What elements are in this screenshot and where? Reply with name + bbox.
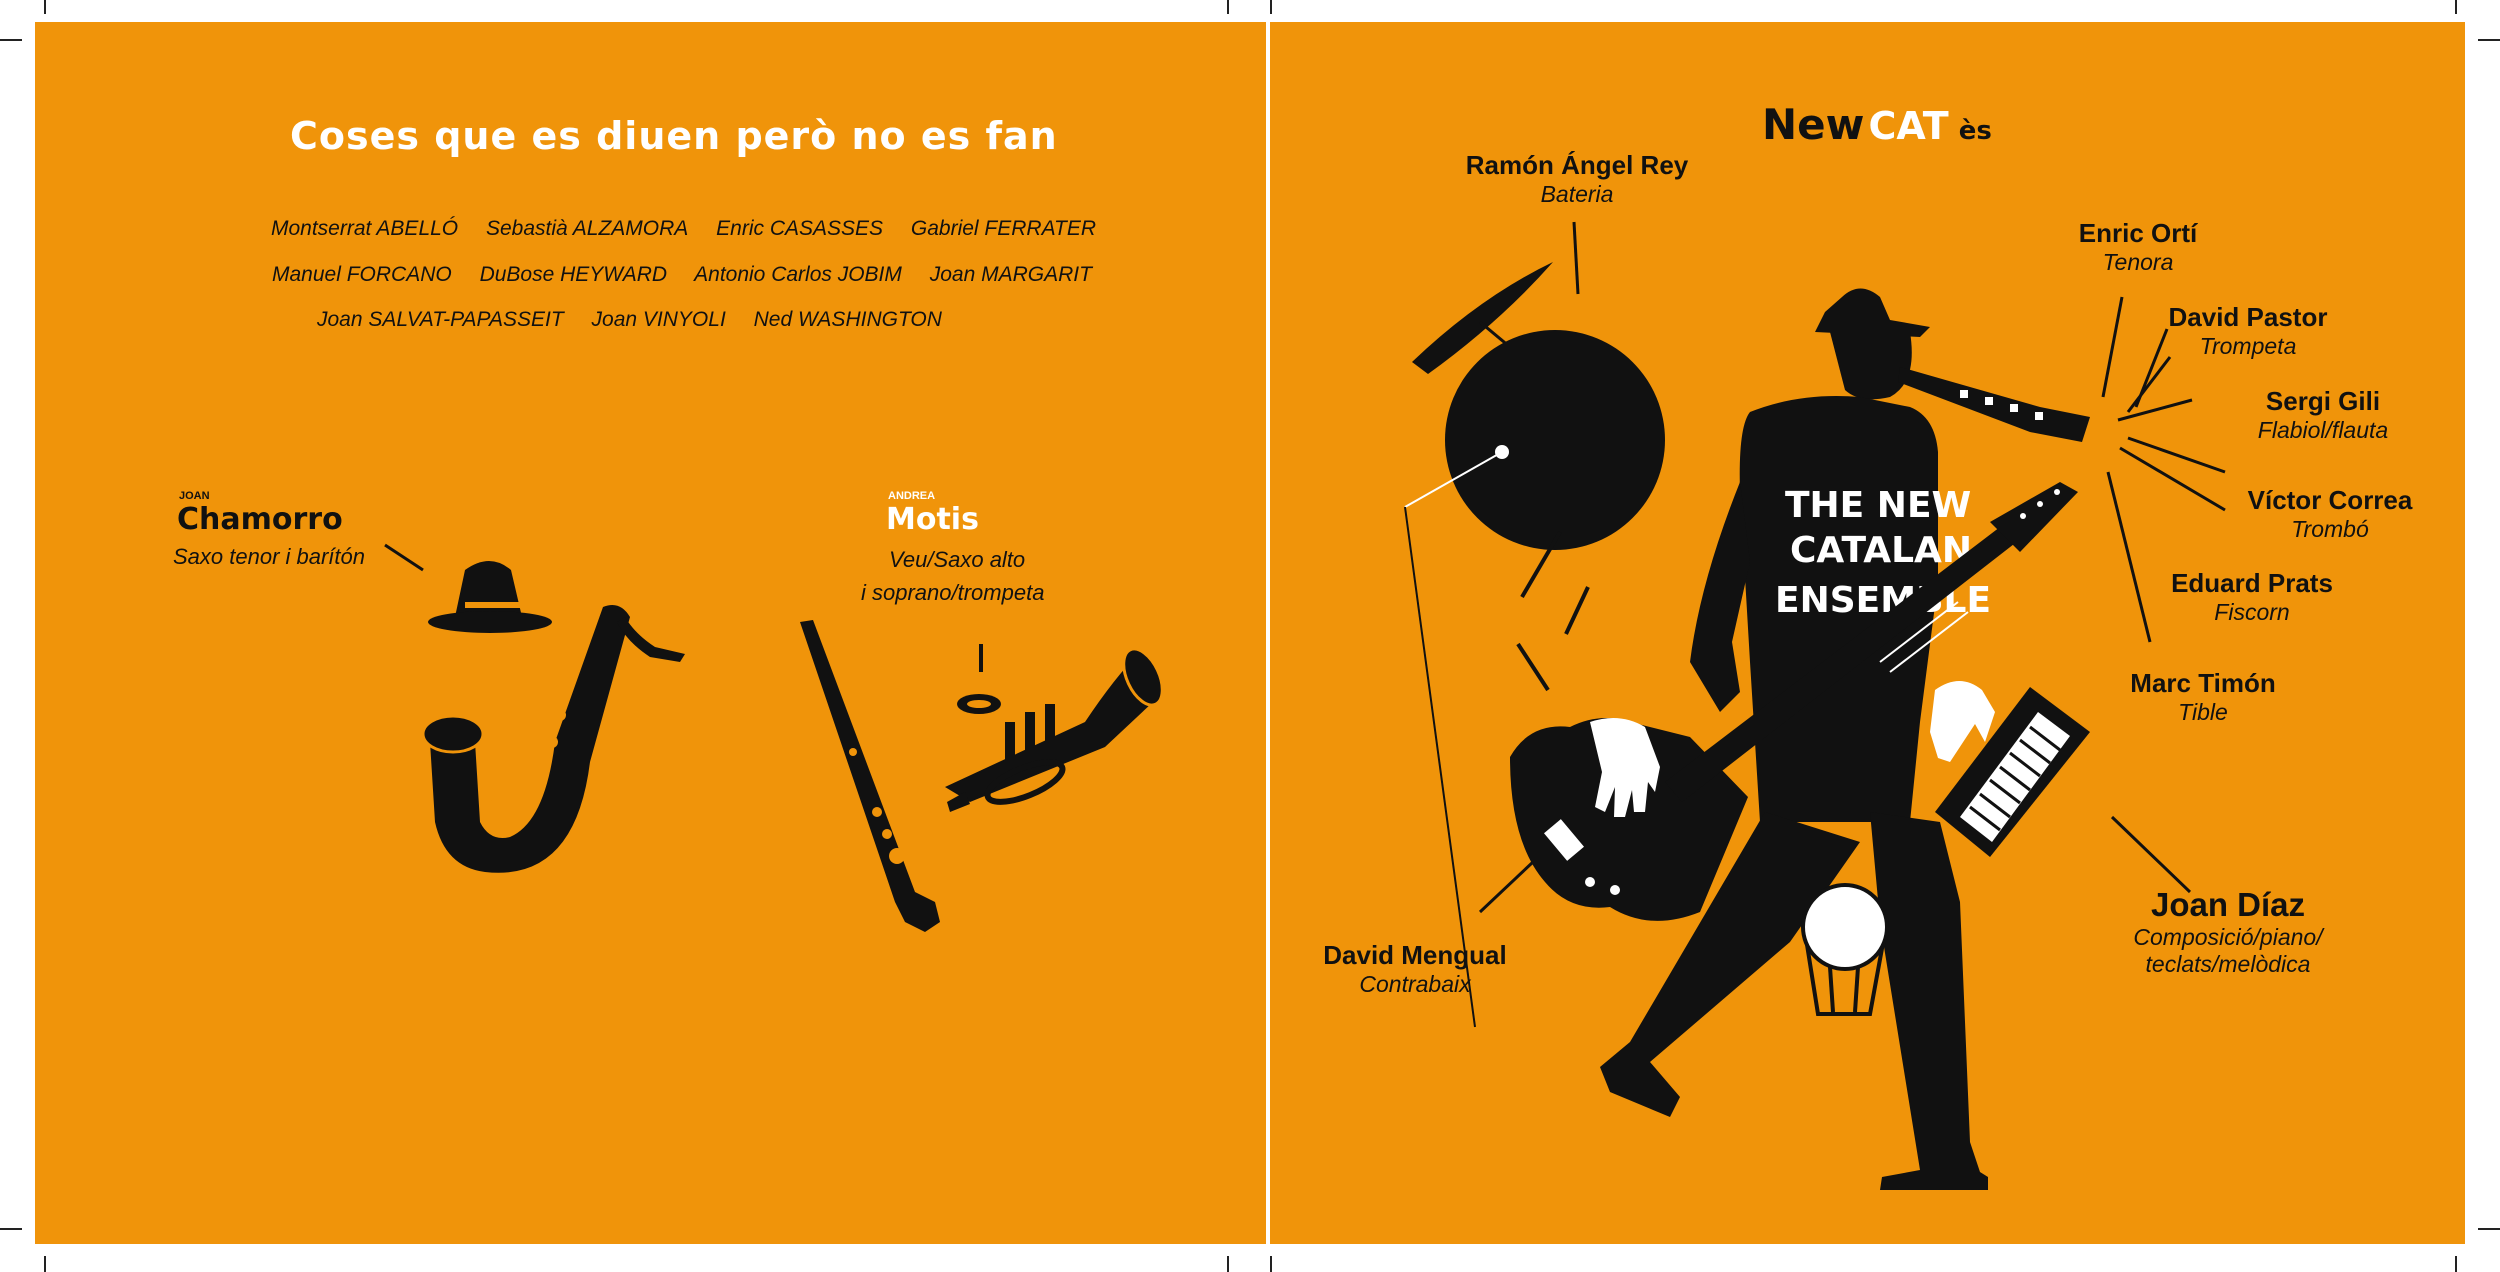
author-name: DuBose HEYWARD xyxy=(479,263,668,286)
chamorro-role: Saxo tenor i barítón xyxy=(173,544,366,569)
member-name: Sergi Gili xyxy=(2265,386,2381,416)
title-new: New xyxy=(1762,100,1865,149)
member-name: David Mengual xyxy=(1323,940,1507,970)
drum-icon xyxy=(1404,330,1665,1028)
shirt-line-1: THE NEW xyxy=(1785,485,1971,526)
soprano-sax-icon xyxy=(800,620,940,932)
melodica-icon xyxy=(1930,681,2090,857)
author-name: Ned WASHINGTON xyxy=(753,308,942,331)
member-role: Contrabaix xyxy=(1359,971,1471,997)
member-david-mengual: David Mengual Contrabaix xyxy=(1255,940,1575,998)
member-eduard-prats: Eduard Prats Fiscorn xyxy=(2092,568,2412,626)
crop-mark xyxy=(2455,1256,2457,1272)
member-joan-diaz: Joan Díaz Composició/piano/ teclats/melò… xyxy=(2068,886,2388,978)
author-name: Gabriel FERRATER xyxy=(910,217,1097,240)
chamorro-first-name: JOAN xyxy=(179,490,210,502)
conga-icon xyxy=(1801,883,1889,1016)
member-role: Composició/piano/ xyxy=(2133,924,2323,950)
authors-row-2: Manuel FORCANO DuBose HEYWARD Antonio Ca… xyxy=(272,263,1114,287)
member-name: Ramón Ángel Rey xyxy=(1465,150,1689,180)
crop-mark xyxy=(1227,0,1229,14)
crop-mark xyxy=(2478,1228,2500,1230)
shirt-text: THE NEW CATALAN ENSEMBLE xyxy=(1775,485,1991,621)
lips-icon xyxy=(957,644,1001,714)
title-es: ès xyxy=(1958,116,1992,146)
authors-row-3: Joan SALVAT-PAPASSEIT Joan VINYOLI Ned W… xyxy=(317,308,964,332)
member-role: Flabiol/flauta xyxy=(2257,417,2389,443)
author-name: Manuel FORCANO xyxy=(272,263,452,286)
member-david-pastor: David Pastor Trompeta xyxy=(2088,302,2408,360)
member-name: Víctor Correa xyxy=(2247,485,2413,515)
crop-mark xyxy=(0,39,22,41)
hand-icon xyxy=(1590,718,1660,817)
crop-mark xyxy=(1270,0,1272,14)
shirt-line-2: CATALAN xyxy=(1790,530,1972,571)
member-name: David Pastor xyxy=(2168,302,2328,332)
author-name: Enric CASASSES xyxy=(716,217,884,240)
page-title: Coses que es diuen però no es fan xyxy=(290,114,1058,158)
trumpet-icon xyxy=(945,647,1164,812)
member-sergi-gili: Sergi Gili Flabiol/flauta xyxy=(2163,386,2483,444)
member-name: Eduard Prats xyxy=(2171,568,2333,598)
authors-row-1: Montserrat ABELLÓ Sebastià ALZAMORA Enri… xyxy=(271,217,1118,241)
member-role: Trompeta xyxy=(2199,333,2297,359)
member-role: Tible xyxy=(2178,699,2228,725)
author-name: Sebastià ALZAMORA xyxy=(485,217,689,240)
crop-mark xyxy=(44,0,46,14)
author-name: Antonio Carlos JOBIM xyxy=(694,263,902,286)
author-name: Joan VINYOLI xyxy=(591,308,726,331)
guitar-icon xyxy=(1510,482,2078,921)
author-name: Joan SALVAT-PAPASSEIT xyxy=(317,308,564,331)
member-role: Fiscorn xyxy=(2214,599,2290,625)
author-name: Joan MARGARIT xyxy=(929,263,1092,286)
member-victor-correa: Víctor Correa Trombó xyxy=(2170,485,2490,543)
member-role: Trombó xyxy=(2291,516,2369,542)
left-illustrations xyxy=(384,543,1164,932)
tenora-icon xyxy=(1898,367,2090,442)
crop-mark xyxy=(1227,1256,1229,1272)
motis-role-line-1: Veu/Saxo alto xyxy=(889,547,1026,572)
member-ramon-angel-rey: Ramón Ángel Rey Bateria xyxy=(1417,150,1737,208)
motis-role-line-2: i soprano/trompeta xyxy=(861,580,1045,605)
motis-first-name: ANDREA xyxy=(888,490,936,502)
pointer-line xyxy=(384,543,424,572)
hat-icon xyxy=(428,561,552,633)
tenor-sax-icon xyxy=(421,604,685,873)
title-cat: CAT xyxy=(1868,104,1949,148)
left-page: Coses que es diuen però no es fan Montse… xyxy=(35,22,1266,1244)
ensemble-illustration: THE NEW CATALAN ENSEMBLE xyxy=(1404,221,2226,1190)
crop-mark xyxy=(44,1256,46,1272)
member-role-line-2: teclats/melòdica xyxy=(2145,951,2311,977)
crop-mark xyxy=(2478,39,2500,41)
member-role: Bateria xyxy=(1540,181,1614,207)
member-enric-orti: Enric Ortí Tenora xyxy=(1978,218,2298,276)
member-name: Marc Timón xyxy=(2130,668,2276,698)
crop-mark xyxy=(2455,0,2457,14)
chamorro-last-name: Chamorro xyxy=(177,502,343,537)
pointer-lines xyxy=(1478,221,2226,914)
author-name: Montserrat ABELLÓ xyxy=(271,217,459,240)
crop-mark xyxy=(1270,1256,1272,1272)
crop-mark xyxy=(0,1228,22,1230)
member-name: Joan Díaz xyxy=(2150,886,2306,923)
member-marc-timon: Marc Timón Tible xyxy=(2043,668,2363,726)
member-role: Tenora xyxy=(2102,249,2174,275)
member-name: Enric Ortí xyxy=(2078,218,2198,248)
motis-last-name: Motis xyxy=(886,502,979,537)
